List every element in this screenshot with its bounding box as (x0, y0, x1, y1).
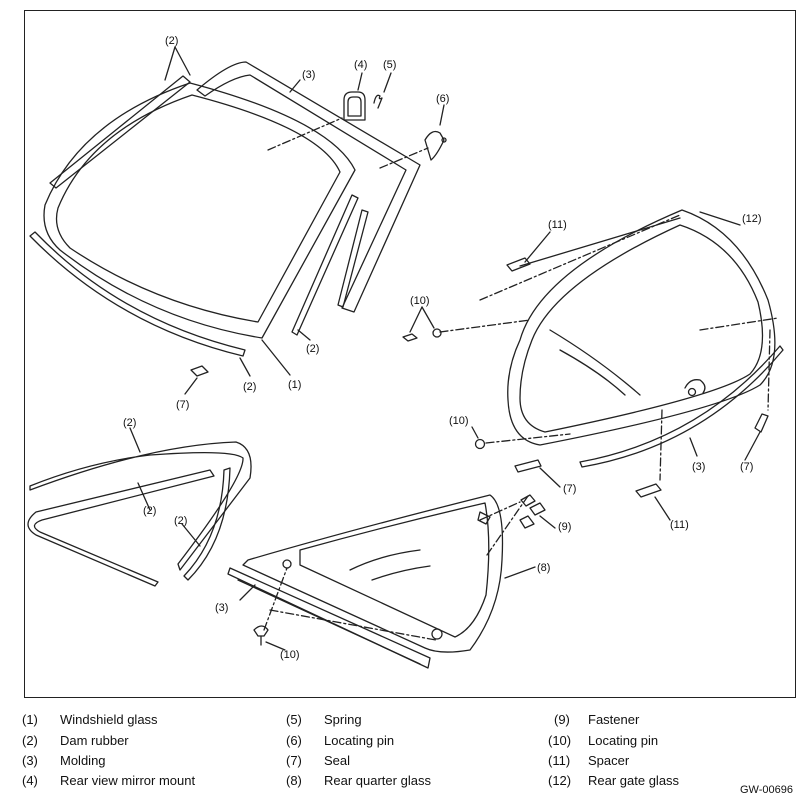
rear-quarter-glass (242, 494, 504, 653)
dam-rubber-quarter-top (29, 441, 252, 571)
dam-rubber-right-strip-1 (291, 194, 359, 336)
callout-4: (4) (354, 59, 367, 71)
callout-11-bottom: (11) (670, 519, 689, 531)
dam-rubber-quarter-side (183, 467, 231, 581)
legend-label: Fastener (588, 712, 640, 727)
spacer-top (506, 257, 531, 272)
legend-item-1: (1) Windshield glass (22, 711, 158, 729)
seal-rear-gate-right (754, 413, 769, 433)
windshield-glass (43, 82, 356, 339)
rear-quarter-assembly (227, 494, 556, 669)
callout-7-right: (7) (740, 461, 753, 473)
seal-rear-gate (514, 459, 542, 473)
locating-pin-6-shape (424, 130, 445, 161)
callout-2-quarter-side: (2) (174, 515, 187, 527)
diagram-frame (24, 10, 796, 698)
spring-shape (373, 94, 383, 109)
legend-label: Rear quarter glass (324, 773, 431, 788)
figure-id: GW-00696 (740, 784, 793, 796)
legend-num: (11) (548, 753, 571, 768)
legend-item-8: (8) Rear quarter glass (286, 772, 431, 790)
legend-num: (4) (22, 773, 38, 788)
callout-3-quarter: (3) (215, 602, 228, 614)
windshield-inner-edge (55, 94, 341, 323)
legend-num: (2) (22, 733, 38, 748)
windshield-assembly (29, 46, 447, 395)
legend-num: (9) (554, 712, 570, 727)
rear-quarter-molding (227, 567, 431, 669)
legend-num: (6) (286, 733, 302, 748)
legend-label: Windshield glass (60, 712, 158, 727)
dam-rubber-bottom-strip (29, 231, 246, 357)
windshield-molding (196, 61, 421, 313)
callout-12: (12) (742, 213, 762, 225)
fastener-c (519, 515, 535, 529)
spacer-bottom (635, 483, 662, 498)
legend-item-5: (5) Spring (286, 711, 362, 729)
legend-num: (7) (286, 753, 302, 768)
glass-exploded-diagram: (2) (3) (4) (5) (6) (2) (1) (2) (7) (11)… (27, 35, 784, 669)
locating-pin-10-a (432, 328, 442, 338)
legend: (1) Windshield glass (2) Dam rubber (3) Mol… (0, 708, 809, 798)
rear-gate-inner-edge (519, 224, 764, 433)
callout-8: (8) (537, 562, 550, 574)
quarter-dam-rubber (27, 427, 252, 587)
rear-gate-assembly (402, 209, 784, 521)
legend-num: (10) (548, 733, 572, 748)
legend-num: (3) (22, 753, 38, 768)
legend-num: (5) (286, 712, 302, 727)
callout-10-bottom: (10) (280, 649, 300, 661)
legend-label: Locating pin (324, 733, 395, 748)
legend-num: (12) (548, 773, 572, 788)
callout-5: (5) (383, 59, 396, 71)
locating-pin-10-c (253, 625, 269, 637)
dam-rubber-top-strip (49, 75, 191, 189)
callout-3-molding: (3) (302, 69, 315, 81)
callout-2-right: (2) (306, 343, 319, 355)
locating-pin-10-b (474, 438, 486, 450)
callout-9: (9) (558, 521, 571, 533)
legend-label: Locating pin (588, 733, 659, 748)
dam-rubber-right-strip-2 (337, 209, 369, 308)
legend-label: Rear gate glass (588, 773, 680, 788)
mirror-mount-shape (343, 91, 366, 121)
legend-label: Dam rubber (60, 733, 129, 748)
legend-label: Spring (324, 712, 362, 727)
seal-small-left (190, 365, 209, 377)
legend-item-3: (3) Molding (22, 752, 106, 770)
callout-2-bottom: (2) (243, 381, 256, 393)
legend-label: Spacer (588, 753, 630, 768)
callout-2-top: (2) (165, 35, 178, 47)
rear-gate-molding (579, 345, 784, 468)
legend-item-7: (7) Seal (286, 752, 350, 770)
callout-10-mid: (10) (449, 415, 469, 427)
legend-item-4: (4) Rear view mirror mount (22, 772, 195, 790)
legend-label: Seal (324, 753, 351, 768)
legend-item-11: (11) Spacer (548, 752, 629, 770)
dam-rubber-quarter-inner (27, 469, 215, 587)
callout-6: (6) (436, 93, 449, 105)
callout-2-quarter-top: (2) (123, 417, 136, 429)
callout-7-mid: (7) (563, 483, 576, 495)
rear-quarter-inner-edge (299, 502, 490, 638)
legend-num: (1) (22, 712, 38, 727)
callout-10-top: (10) (410, 295, 430, 307)
callout-7-left: (7) (176, 399, 189, 411)
callout-1: (1) (288, 379, 301, 391)
rear-gate-glass (507, 209, 776, 446)
callout-2-quarter-mid: (2) (143, 505, 156, 517)
callout-3-rear: (3) (692, 461, 705, 473)
legend-item-2: (2) Dam rubber (22, 732, 129, 750)
fastener-b (529, 502, 546, 516)
legend-label: Molding (60, 753, 106, 768)
legend-item-12: (12) Rear gate glass (548, 772, 679, 790)
legend-num: (8) (286, 773, 302, 788)
legend-item-10: (10) Locating pin (548, 732, 658, 750)
legend-item-6: (6) Locating pin (286, 732, 394, 750)
legend-label: Rear view mirror mount (60, 773, 196, 788)
legend-item-9: (9) Fastener (548, 711, 639, 729)
callout-11-top: (11) (548, 219, 567, 231)
